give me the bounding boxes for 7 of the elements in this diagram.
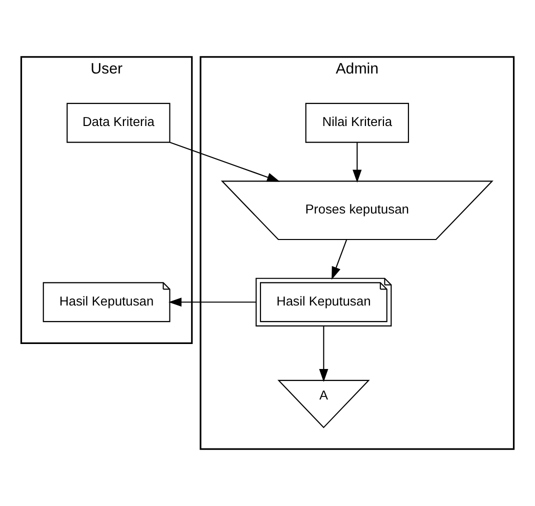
arrow xyxy=(170,142,280,182)
node-box: Nilai Kriteria xyxy=(305,102,409,143)
arrow xyxy=(168,298,256,307)
arrow xyxy=(319,326,328,382)
node-box: Data Kriteria xyxy=(66,102,170,143)
arrow xyxy=(352,142,362,183)
arrow xyxy=(332,240,348,280)
